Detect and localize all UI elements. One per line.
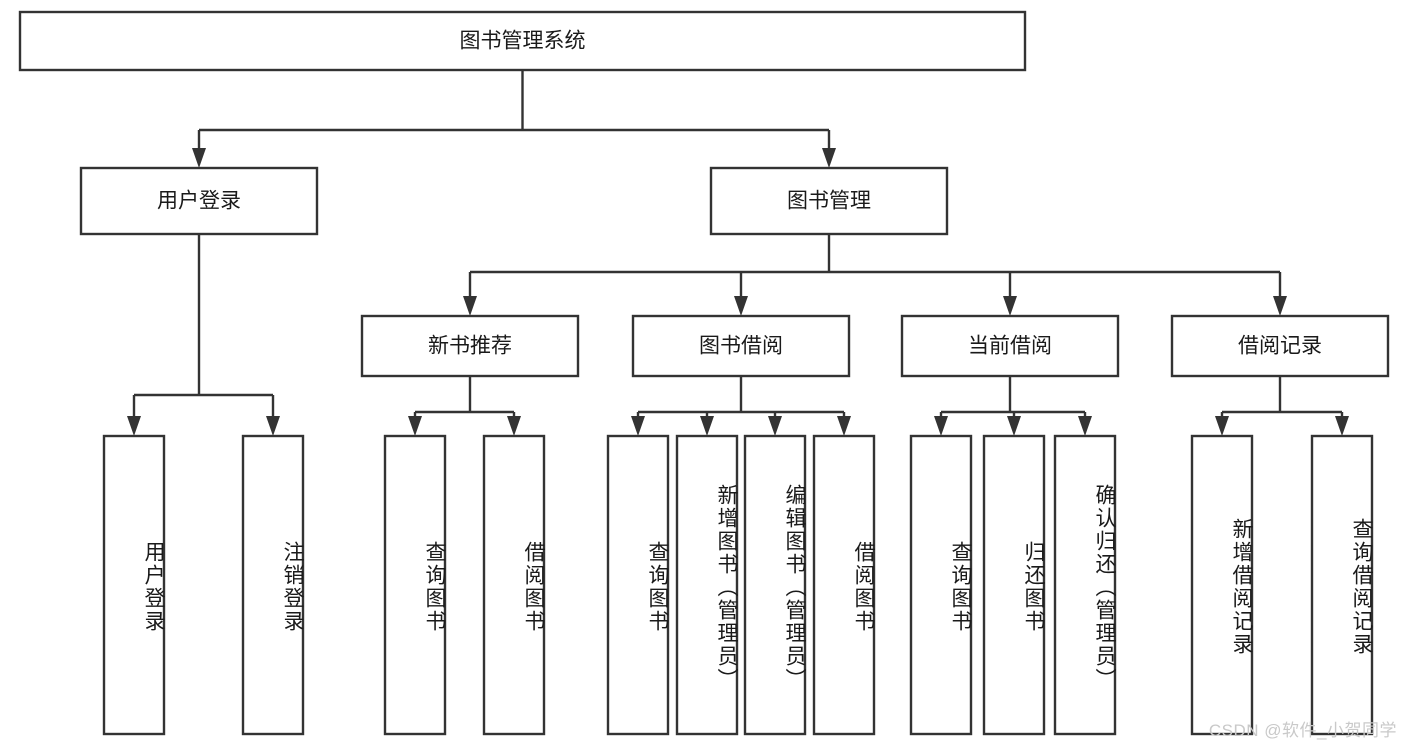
arrow-new-book-rec (463, 296, 477, 316)
arrow-user-login (192, 148, 206, 168)
node-book-borrow[interactable] (631, 314, 851, 378)
node-leaf-user-login[interactable] (102, 434, 166, 736)
node-label-current-borrow: 当前借阅 (968, 335, 1052, 358)
node-new-book-rec[interactable] (360, 314, 580, 378)
node-leaf-borrow-book[interactable] (812, 434, 876, 736)
node-leaf-query-record[interactable] (1310, 434, 1374, 736)
arrow-leaf-confirm-return (1078, 416, 1092, 436)
arrow-leaf-borrow-book-rec (507, 416, 521, 436)
node-leaf-query-book-rec[interactable] (383, 434, 447, 736)
node-label-user-login: 用户登录 (157, 190, 241, 213)
node-label-root: 图书管理系统 (460, 30, 586, 53)
node-leaf-query-book-cur[interactable] (909, 434, 973, 736)
arrow-leaf-query-book-cur (934, 416, 948, 436)
arrow-leaf-return-book (1007, 416, 1021, 436)
node-borrow-record[interactable] (1170, 314, 1390, 378)
arrow-leaf-add-record (1215, 416, 1229, 436)
node-user-login[interactable] (79, 166, 319, 236)
arrow-leaf-edit-book (768, 416, 782, 436)
arrow-book-borrow (734, 296, 748, 316)
arrow-current-borrow (1003, 296, 1017, 316)
arrow-leaf-logout (266, 416, 280, 436)
arrow-leaf-borrow-book (837, 416, 851, 436)
arrow-leaf-add-book (700, 416, 714, 436)
node-label-book-manage: 图书管理 (787, 190, 871, 213)
node-leaf-edit-book[interactable] (743, 434, 807, 736)
node-leaf-add-book[interactable] (675, 434, 739, 736)
connector-layer (127, 70, 1349, 436)
arrow-book-manage (822, 148, 836, 168)
node-book-manage[interactable] (709, 166, 949, 236)
node-leaf-query-book[interactable] (606, 434, 670, 736)
node-leaf-borrow-book-rec[interactable] (482, 434, 546, 736)
arrow-borrow-record (1273, 296, 1287, 316)
arrow-leaf-query-book (631, 416, 645, 436)
node-leaf-confirm-return[interactable] (1053, 434, 1117, 736)
node-box-layer (18, 10, 1390, 736)
node-root[interactable] (18, 10, 1027, 72)
node-label-book-borrow: 图书借阅 (699, 335, 783, 358)
node-label-borrow-record: 借阅记录 (1238, 335, 1322, 358)
arrow-leaf-user-login (127, 416, 141, 436)
node-label-new-book-rec: 新书推荐 (428, 335, 512, 358)
node-leaf-logout[interactable] (241, 434, 305, 736)
watermark-text: CSDN @软件_小贺同学 (1208, 721, 1397, 740)
arrow-leaf-query-book-rec (408, 416, 422, 436)
node-leaf-return-book[interactable] (982, 434, 1046, 736)
node-current-borrow[interactable] (900, 314, 1120, 378)
arrow-leaf-query-record (1335, 416, 1349, 436)
node-leaf-add-record[interactable] (1190, 434, 1254, 736)
